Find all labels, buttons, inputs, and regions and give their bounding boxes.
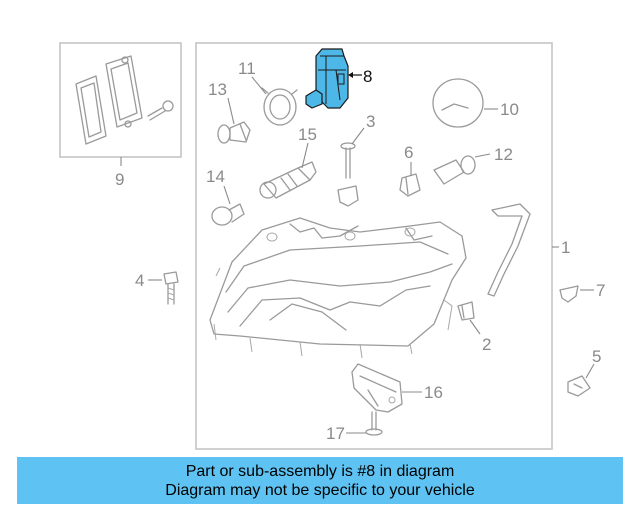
part-2-clip[interactable] <box>457 301 475 321</box>
part-10-cap[interactable] <box>432 78 484 128</box>
banner-line-1: Part or sub-assembly is #8 in diagram <box>185 462 455 480</box>
callout-16: 16 <box>424 383 443 402</box>
callout-17: 17 <box>326 424 345 443</box>
part-11-ring[interactable] <box>261 87 298 126</box>
part-13-bulb[interactable] <box>217 121 251 144</box>
part-15-socket[interactable] <box>259 161 317 199</box>
callout-4: 4 <box>135 271 144 290</box>
part-12-bulb[interactable] <box>433 155 476 185</box>
part-1-headlamp-housing[interactable] <box>209 217 467 359</box>
callout-5: 5 <box>592 347 601 366</box>
part-16-bracket[interactable] <box>351 363 403 413</box>
callout-9: 9 <box>115 170 124 189</box>
main-frame <box>195 42 553 450</box>
callout-7: 7 <box>596 281 605 300</box>
callout-14: 14 <box>206 167 225 186</box>
callout-6: 6 <box>404 143 413 162</box>
part-17-screw[interactable] <box>365 411 383 436</box>
part-4-bolt[interactable] <box>163 271 179 305</box>
callout-3: 3 <box>366 112 375 131</box>
trim-strip[interactable] <box>487 203 531 297</box>
callout-13: 13 <box>208 80 227 99</box>
callout-15: 15 <box>298 125 317 144</box>
part-6-clip[interactable] <box>399 173 421 197</box>
callout-2: 2 <box>482 335 491 354</box>
callout-12: 12 <box>494 145 513 164</box>
callout-1: 1 <box>561 238 570 257</box>
callout-8: 8 <box>363 67 372 86</box>
part-9-gasket-kit[interactable] <box>75 55 174 145</box>
part-5-clip[interactable] <box>567 375 591 397</box>
part-3-screw[interactable] <box>337 142 359 207</box>
part-14-bulb[interactable] <box>211 203 245 226</box>
part-7-plug[interactable] <box>559 285 579 303</box>
part-8-highlighted-module[interactable] <box>305 48 349 109</box>
callout-10: 10 <box>500 100 519 119</box>
info-banner: Part or sub-assembly is #8 in diagram Di… <box>17 457 623 504</box>
banner-line-2: Diagram may not be specific to your vehi… <box>165 481 475 499</box>
callout-11: 11 <box>238 59 256 78</box>
